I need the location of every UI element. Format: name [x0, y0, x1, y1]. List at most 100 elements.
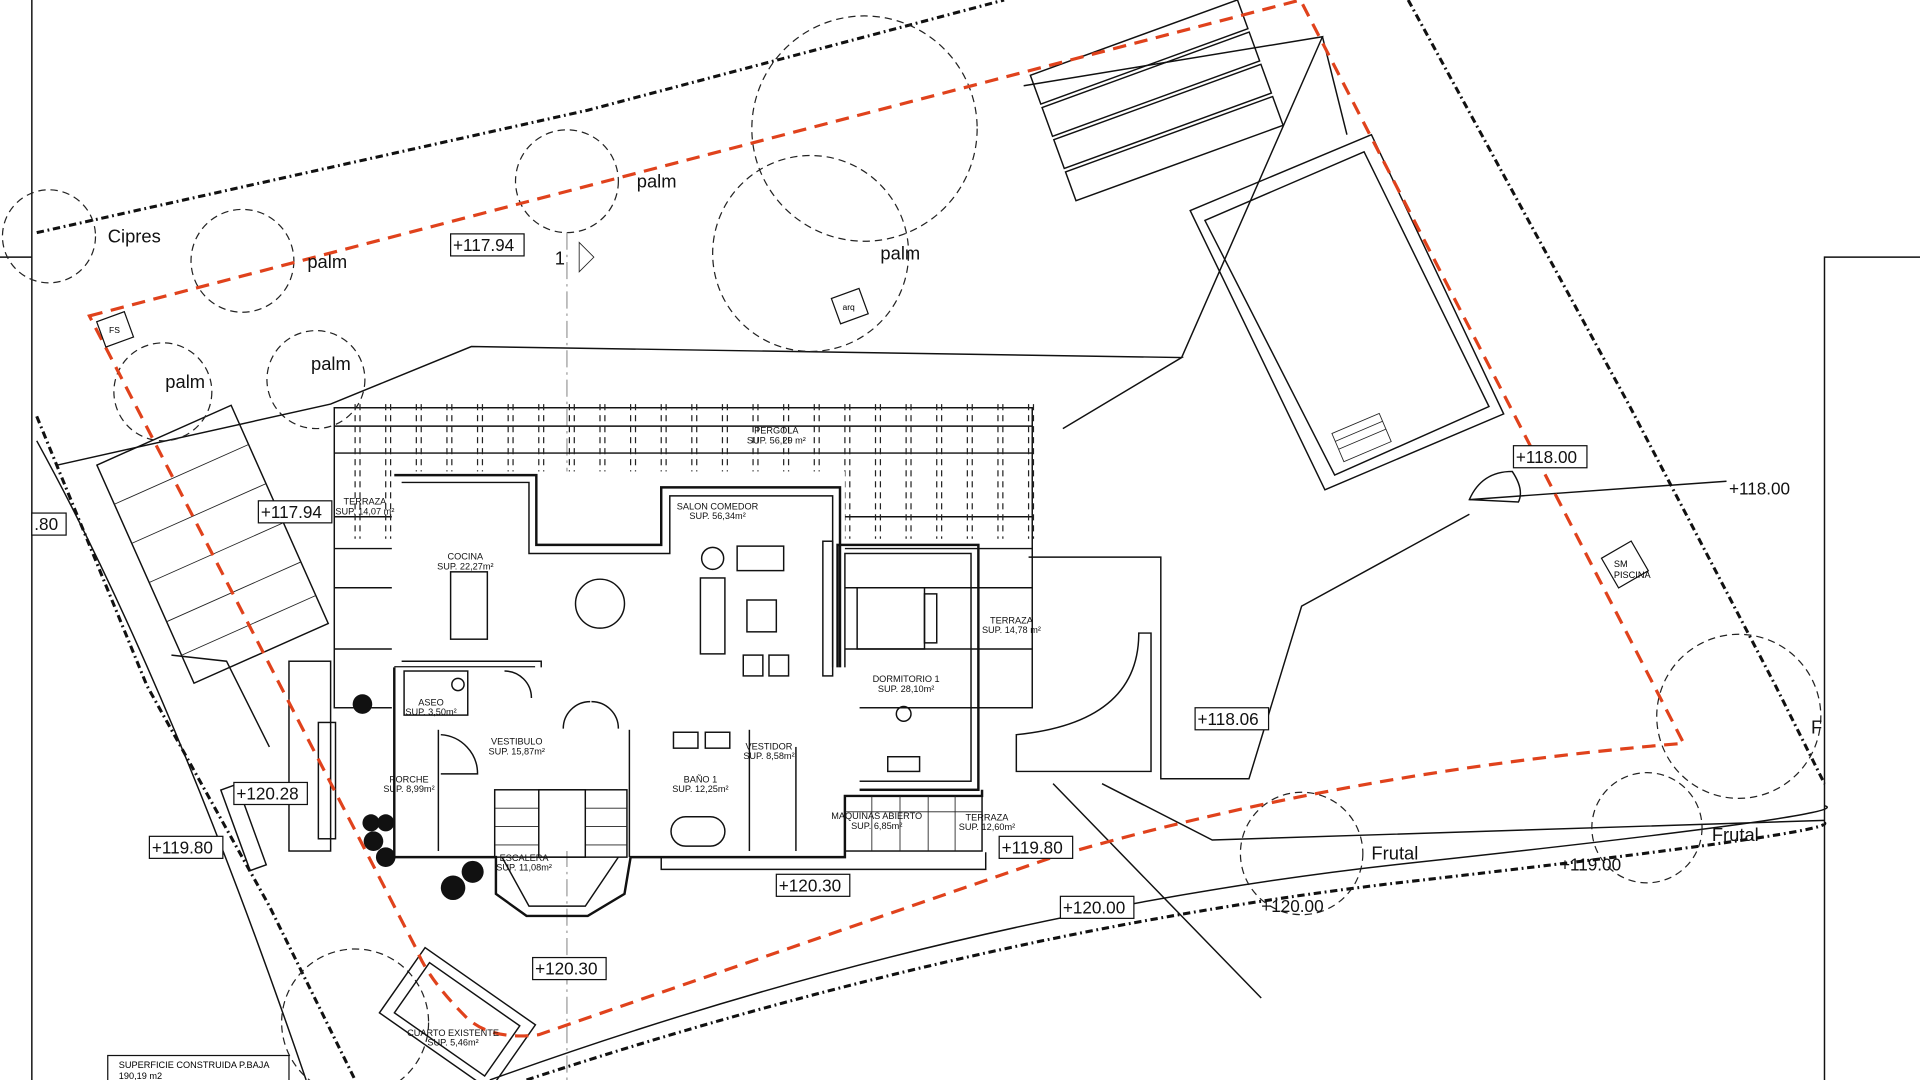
level-marker: +118.06	[1198, 709, 1259, 729]
level-box	[31, 512, 67, 536]
svg-text:SM: SM	[1614, 559, 1628, 569]
plot-boundary	[87, 0, 1687, 1038]
room-area: SUP. 11,08m²	[496, 863, 552, 873]
level-marker: +120.00	[1063, 897, 1125, 917]
swimming-pool	[1189, 133, 1505, 491]
level-marker: +119.80	[1002, 837, 1063, 857]
level-box	[532, 956, 607, 981]
fs-marker: FS	[95, 310, 135, 348]
level-box	[998, 835, 1074, 859]
tree-label: Cipres	[108, 225, 161, 246]
svg-text:arq: arq	[842, 302, 855, 312]
level-box	[1194, 707, 1270, 731]
section-label: 1	[555, 247, 565, 268]
room-area: SUP. 22,27m²	[437, 561, 493, 571]
tree-label: palm	[165, 371, 205, 392]
built-area-summary: SUPERFICIE CONSTRUIDA P.BAJA 190,19 m2	[107, 1054, 290, 1080]
room-name: SALON COMEDOR	[677, 501, 759, 511]
tree-label: palm	[307, 251, 347, 272]
svg-text:PISCINA: PISCINA	[1614, 570, 1652, 580]
house-walls	[171, 471, 987, 918]
room-area: SUP. 5,46m²	[427, 1038, 478, 1048]
level-marker: +118.00	[1729, 479, 1790, 499]
room-name: VESTIDOR	[746, 741, 793, 751]
summary-value: 190,19 m2	[119, 1071, 162, 1080]
room-area: SUP. 56,29 m²	[747, 435, 806, 445]
room-name: MAQUINAS ABIERTO	[831, 811, 922, 821]
room-name: COCINA	[447, 552, 484, 562]
room-name: VESTIBULO	[491, 736, 542, 746]
room-name: PORCHE	[389, 774, 428, 784]
summary-title: SUPERFICIE CONSTRUIDA P.BAJA	[119, 1060, 271, 1070]
level-box	[148, 835, 224, 859]
room-name: TERRAZA	[990, 615, 1034, 625]
svg-text:FS: FS	[109, 325, 120, 335]
level-box	[1059, 895, 1135, 919]
room-name: ESCALERA	[500, 853, 550, 863]
room-area: SUP. 15,87m²	[489, 746, 545, 756]
shrubs	[352, 694, 484, 900]
level-box	[257, 500, 333, 524]
room-name: DORMITORIO 1	[873, 674, 940, 684]
tree-label: Frutal	[1371, 843, 1418, 864]
section-arrow-icon	[578, 241, 595, 273]
room-area: SUP. 3,50m²	[405, 707, 456, 717]
level-marker: +120.30	[535, 959, 597, 979]
level-box	[1512, 445, 1588, 469]
room-area: SUP. 56,34m²	[689, 511, 745, 521]
level-marker: +117.94	[453, 235, 515, 255]
level-box	[775, 873, 851, 897]
level-marker: .80	[34, 514, 58, 534]
tree-label: F	[1811, 716, 1822, 737]
tree-label: palm	[637, 170, 677, 191]
level-marker: +119.00	[1560, 855, 1621, 875]
room-name: TERRAZA	[966, 812, 1010, 822]
room-name: PERGOLA	[754, 425, 799, 435]
solar-panels-left	[95, 404, 330, 685]
room-name: BAÑO 1	[684, 774, 718, 784]
level-box	[450, 233, 525, 257]
tree-label: Frutal	[1712, 824, 1759, 845]
level-marker: +120.28	[236, 784, 298, 804]
room-area: SUP. 14,78 m²	[982, 625, 1041, 635]
tree-label: palm	[311, 353, 351, 374]
solar-panels	[1029, 0, 1285, 202]
room-area: SUP. 8,58m²	[743, 751, 794, 761]
level-marker: +118.00	[1516, 447, 1577, 467]
room-area: SUP. 12,25m²	[672, 784, 728, 794]
room-area: SUP. 12,60m²	[959, 822, 1015, 832]
level-marker: +119.80	[152, 837, 213, 857]
level-marker: +120.00	[1261, 896, 1323, 916]
room-area: SUP. 8,99m²	[383, 784, 434, 794]
existing-room	[378, 946, 537, 1080]
arq-marker: arq	[830, 287, 869, 325]
room-area: SUP. 6,85m²	[851, 821, 902, 831]
tree-label: palm	[880, 243, 920, 264]
level-marker: +117.94	[261, 502, 323, 522]
room-area: SUP. 14,07 m²	[335, 506, 394, 516]
room-area: SUP. 28,10m²	[878, 684, 934, 694]
level-box	[233, 781, 308, 806]
room-name: ASEO	[418, 697, 444, 707]
room-name: TERRAZA	[343, 496, 387, 506]
room-name: CUARTO EXISTENTE	[407, 1028, 499, 1038]
level-marker: +120.30	[779, 875, 841, 895]
